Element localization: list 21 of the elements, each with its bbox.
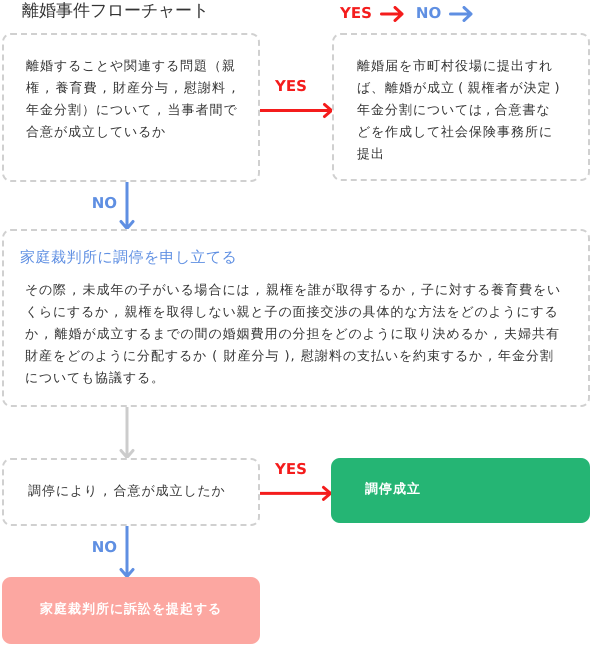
arrow xyxy=(120,406,134,460)
outcome-text: 離婚届を市町村役場に提出すれば、離婚が成立 ( 親権者が決定 ) 年金分割については , 合意書などを作成して社会保険事務所に提出 xyxy=(357,58,562,164)
legend-label: YES xyxy=(340,5,372,22)
outcome-text: 家庭裁判所に訴訟を提起する xyxy=(40,600,222,619)
legend-label: NO xyxy=(416,5,442,22)
question-text: 調停により , 合意が成立したか xyxy=(28,483,226,501)
outcome-box xyxy=(331,458,590,523)
procedure-box xyxy=(2,229,590,407)
arrow xyxy=(120,180,134,230)
title: 離婚事件フローチャート xyxy=(22,0,209,22)
arrow xyxy=(258,486,332,501)
question-text: 離婚することや関連する問題（親権 , 養育費 , 財産分与 , 慰謝料 , 年金分割）について , 当事者間で合意が成立しているか xyxy=(26,58,238,142)
step-heading: 家庭裁判所に調停を申し立てる xyxy=(20,247,237,268)
arrow xyxy=(258,102,334,118)
outcome-text: 調停成立 xyxy=(365,480,421,499)
question-box xyxy=(2,458,260,526)
step-description: その際 , 未成年の子がいる場合には , 親権を誰が取得するか , 子に対する養育費をいくらにするか , 親権を取得しない親と子の面接交渉の具体的な方法をどのようにするか , 離婚が成立するまでの間の婚姻費用の分担をどのように取り決めるか , 夫婦共有財産をどのように分配するか ( 財産分与 ), 慰謝料の支払いを約束するか , 年金分割についても協議する。 xyxy=(25,282,562,388)
outcome-box xyxy=(2,577,260,644)
question-box xyxy=(2,33,260,182)
arrow xyxy=(120,524,134,578)
outcome-box xyxy=(332,33,590,181)
